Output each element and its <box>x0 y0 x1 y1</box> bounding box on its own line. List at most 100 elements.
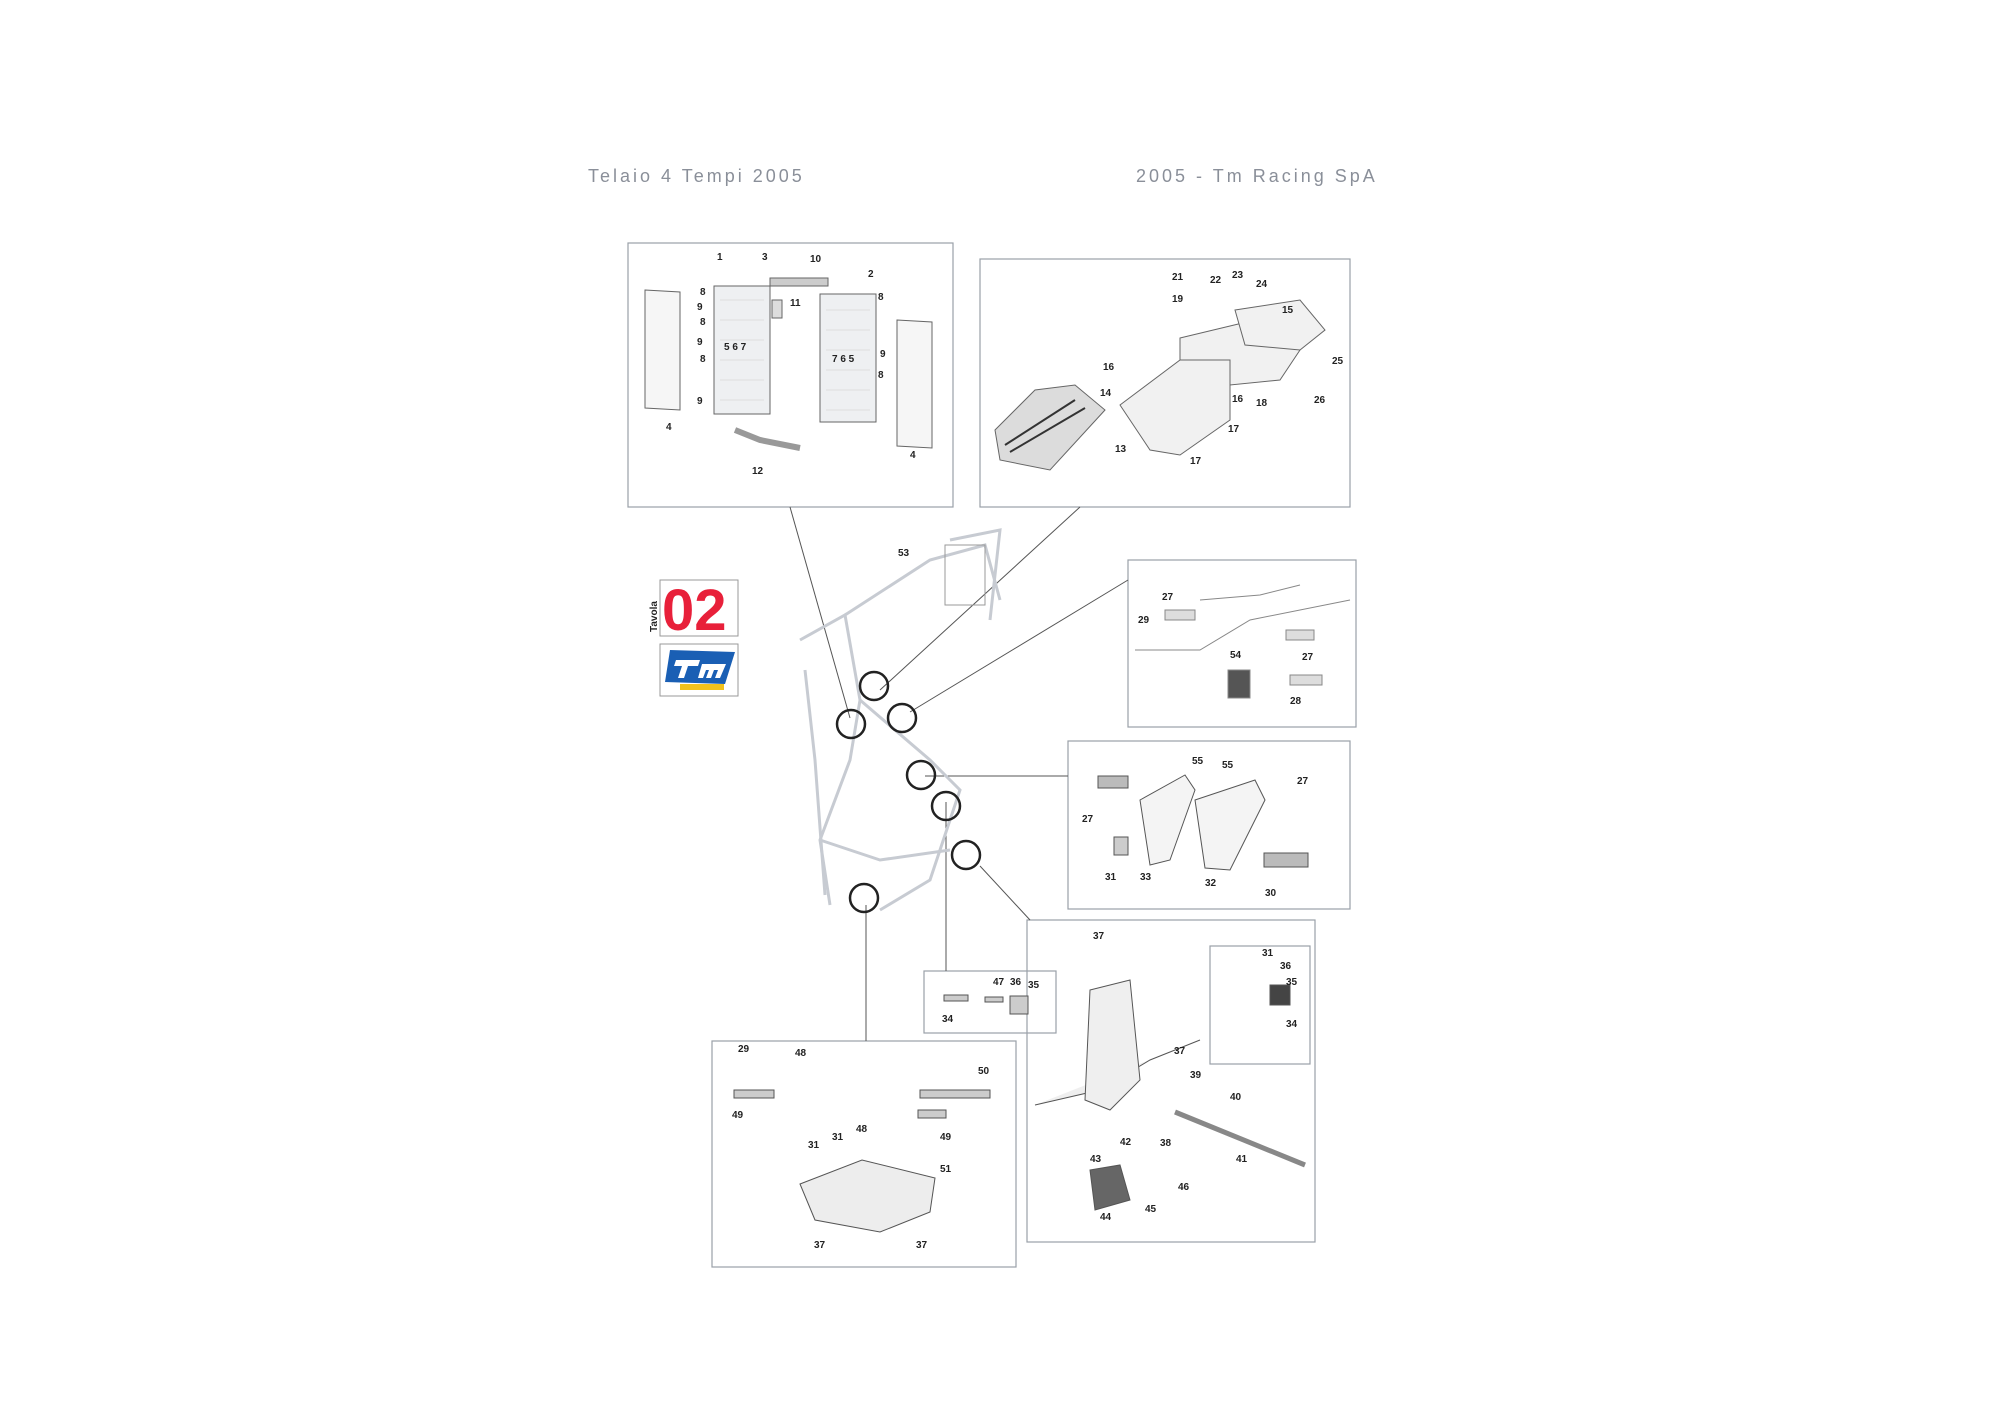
callout-label: 31 <box>832 1132 844 1143</box>
callout-label: 17 <box>1228 424 1240 435</box>
callout-label: 27 <box>1162 592 1174 603</box>
callout-label: 49 <box>732 1110 744 1121</box>
callout-label: 23 <box>1232 270 1244 281</box>
callout-label: 36 <box>1010 977 1022 988</box>
callout-label: 55 <box>1192 756 1204 767</box>
tavola-number: 02 <box>662 578 727 643</box>
callout-label: 9 <box>697 337 703 348</box>
callout-label: 45 <box>1145 1204 1157 1215</box>
callout-label: 8 <box>700 317 706 328</box>
kickstand-art <box>1034 979 1306 1211</box>
callout-label: 37 <box>1093 931 1105 942</box>
callout-label: 3 <box>762 252 768 263</box>
callout-label: 19 <box>1172 294 1184 305</box>
sheet-title: Telaio 4 Tempi 2005 <box>588 166 805 186</box>
small-mount-art <box>943 994 1029 1015</box>
callout-label: 22 <box>1210 275 1222 286</box>
callout-label: 37 <box>814 1240 826 1251</box>
tavola-badge: 02 Tavola <box>649 578 739 697</box>
tavola-caption: Tavola <box>649 601 660 632</box>
callout-label: 29 <box>1138 615 1150 626</box>
callout-label: 24 <box>1256 279 1268 290</box>
callout-label: 48 <box>795 1048 807 1059</box>
callout-label: 9 <box>697 396 703 407</box>
callout-label: 25 <box>1332 356 1344 367</box>
panel-airbox <box>979 258 1351 508</box>
callout-label: 31 <box>1262 948 1274 959</box>
callout-label: 27 <box>1302 652 1314 663</box>
callout-label: 43 <box>1090 1154 1102 1165</box>
callout-label: 4 <box>910 450 916 461</box>
callout-label: 8 <box>878 292 884 303</box>
callout-label: 16 <box>1103 362 1115 373</box>
callout-label: 10 <box>810 254 822 265</box>
callout-label: 54 <box>1230 650 1242 661</box>
callout-label: 17 <box>1190 456 1202 467</box>
callout-label: 28 <box>1290 696 1302 707</box>
callout-label: 39 <box>1190 1070 1202 1081</box>
callout-label: 32 <box>1205 878 1217 889</box>
callout-label: 9 <box>880 349 886 360</box>
callout-label: 50 <box>978 1066 990 1077</box>
callout-label: 37 <box>1174 1046 1186 1057</box>
frame-art <box>799 528 1002 912</box>
callout-label: 51 <box>940 1164 952 1175</box>
callout-label: 38 <box>1160 1138 1172 1149</box>
panel-pivot <box>1127 559 1357 728</box>
callout-label: 34 <box>1286 1019 1298 1030</box>
panel-footpeg-bracket <box>1067 740 1351 910</box>
callout-label: 11 <box>790 298 801 309</box>
panel-kickstand-inset <box>1209 945 1311 1065</box>
callout-label: 15 <box>1282 305 1294 316</box>
panel-skid-plate <box>711 1040 1017 1268</box>
callout-label: 8 <box>878 370 884 381</box>
callout-label: 55 <box>1222 760 1234 771</box>
tm-racing-logo-icon <box>665 650 735 690</box>
callout-label: 13 <box>1115 444 1127 455</box>
callout-label: 8 <box>700 287 706 298</box>
callout-label: 29 <box>738 1044 750 1055</box>
callout-label: 49 <box>940 1132 952 1143</box>
callout-label: 7 6 5 <box>832 354 855 365</box>
callout-label: 40 <box>1230 1092 1242 1103</box>
callout-label: 8 <box>700 354 706 365</box>
callout-label: 33 <box>1140 872 1152 883</box>
callout-label: 9 <box>697 302 703 313</box>
callout-label: 48 <box>856 1124 868 1135</box>
callout-label: 21 <box>1172 272 1184 283</box>
callout-label: 2 <box>868 269 874 280</box>
callout-label: 4 <box>666 422 672 433</box>
callout-label: 31 <box>808 1140 820 1151</box>
callout-label: 5 6 7 <box>724 342 747 353</box>
callout-label: 12 <box>752 466 764 477</box>
callout-label: 27 <box>1082 814 1094 825</box>
callout-label: 53 <box>898 548 910 559</box>
callout-label: 44 <box>1100 1212 1112 1223</box>
callout-label: 31 <box>1105 872 1117 883</box>
footpeg-bracket-art <box>1097 774 1309 871</box>
callout-label: 35 <box>1286 977 1298 988</box>
callout-label: 47 <box>993 977 1005 988</box>
callout-label: 14 <box>1100 388 1112 399</box>
callout-label: 27 <box>1297 776 1309 787</box>
callout-label: 18 <box>1256 398 1268 409</box>
callout-label: 42 <box>1120 1137 1132 1148</box>
callout-label: 41 <box>1236 1154 1248 1165</box>
skid-plate-art <box>733 1089 991 1233</box>
airbox-art <box>994 299 1326 471</box>
callout-label: 26 <box>1314 395 1326 406</box>
panel-small-mount <box>923 970 1057 1034</box>
callout-label: 34 <box>942 1014 954 1025</box>
callout-label: 37 <box>916 1240 928 1251</box>
callout-circles <box>835 670 982 914</box>
callout-label: 16 <box>1232 394 1244 405</box>
callout-label: 36 <box>1280 961 1292 972</box>
pivot-art <box>1135 584 1351 699</box>
callout-label: 1 <box>717 252 723 263</box>
callout-label: 35 <box>1028 980 1040 991</box>
panel-kickstand <box>1026 919 1316 1243</box>
sheet-publisher: 2005 - Tm Racing SpA <box>1136 166 1378 186</box>
callout-label: 30 <box>1265 888 1277 899</box>
callout-label: 46 <box>1178 1182 1190 1193</box>
